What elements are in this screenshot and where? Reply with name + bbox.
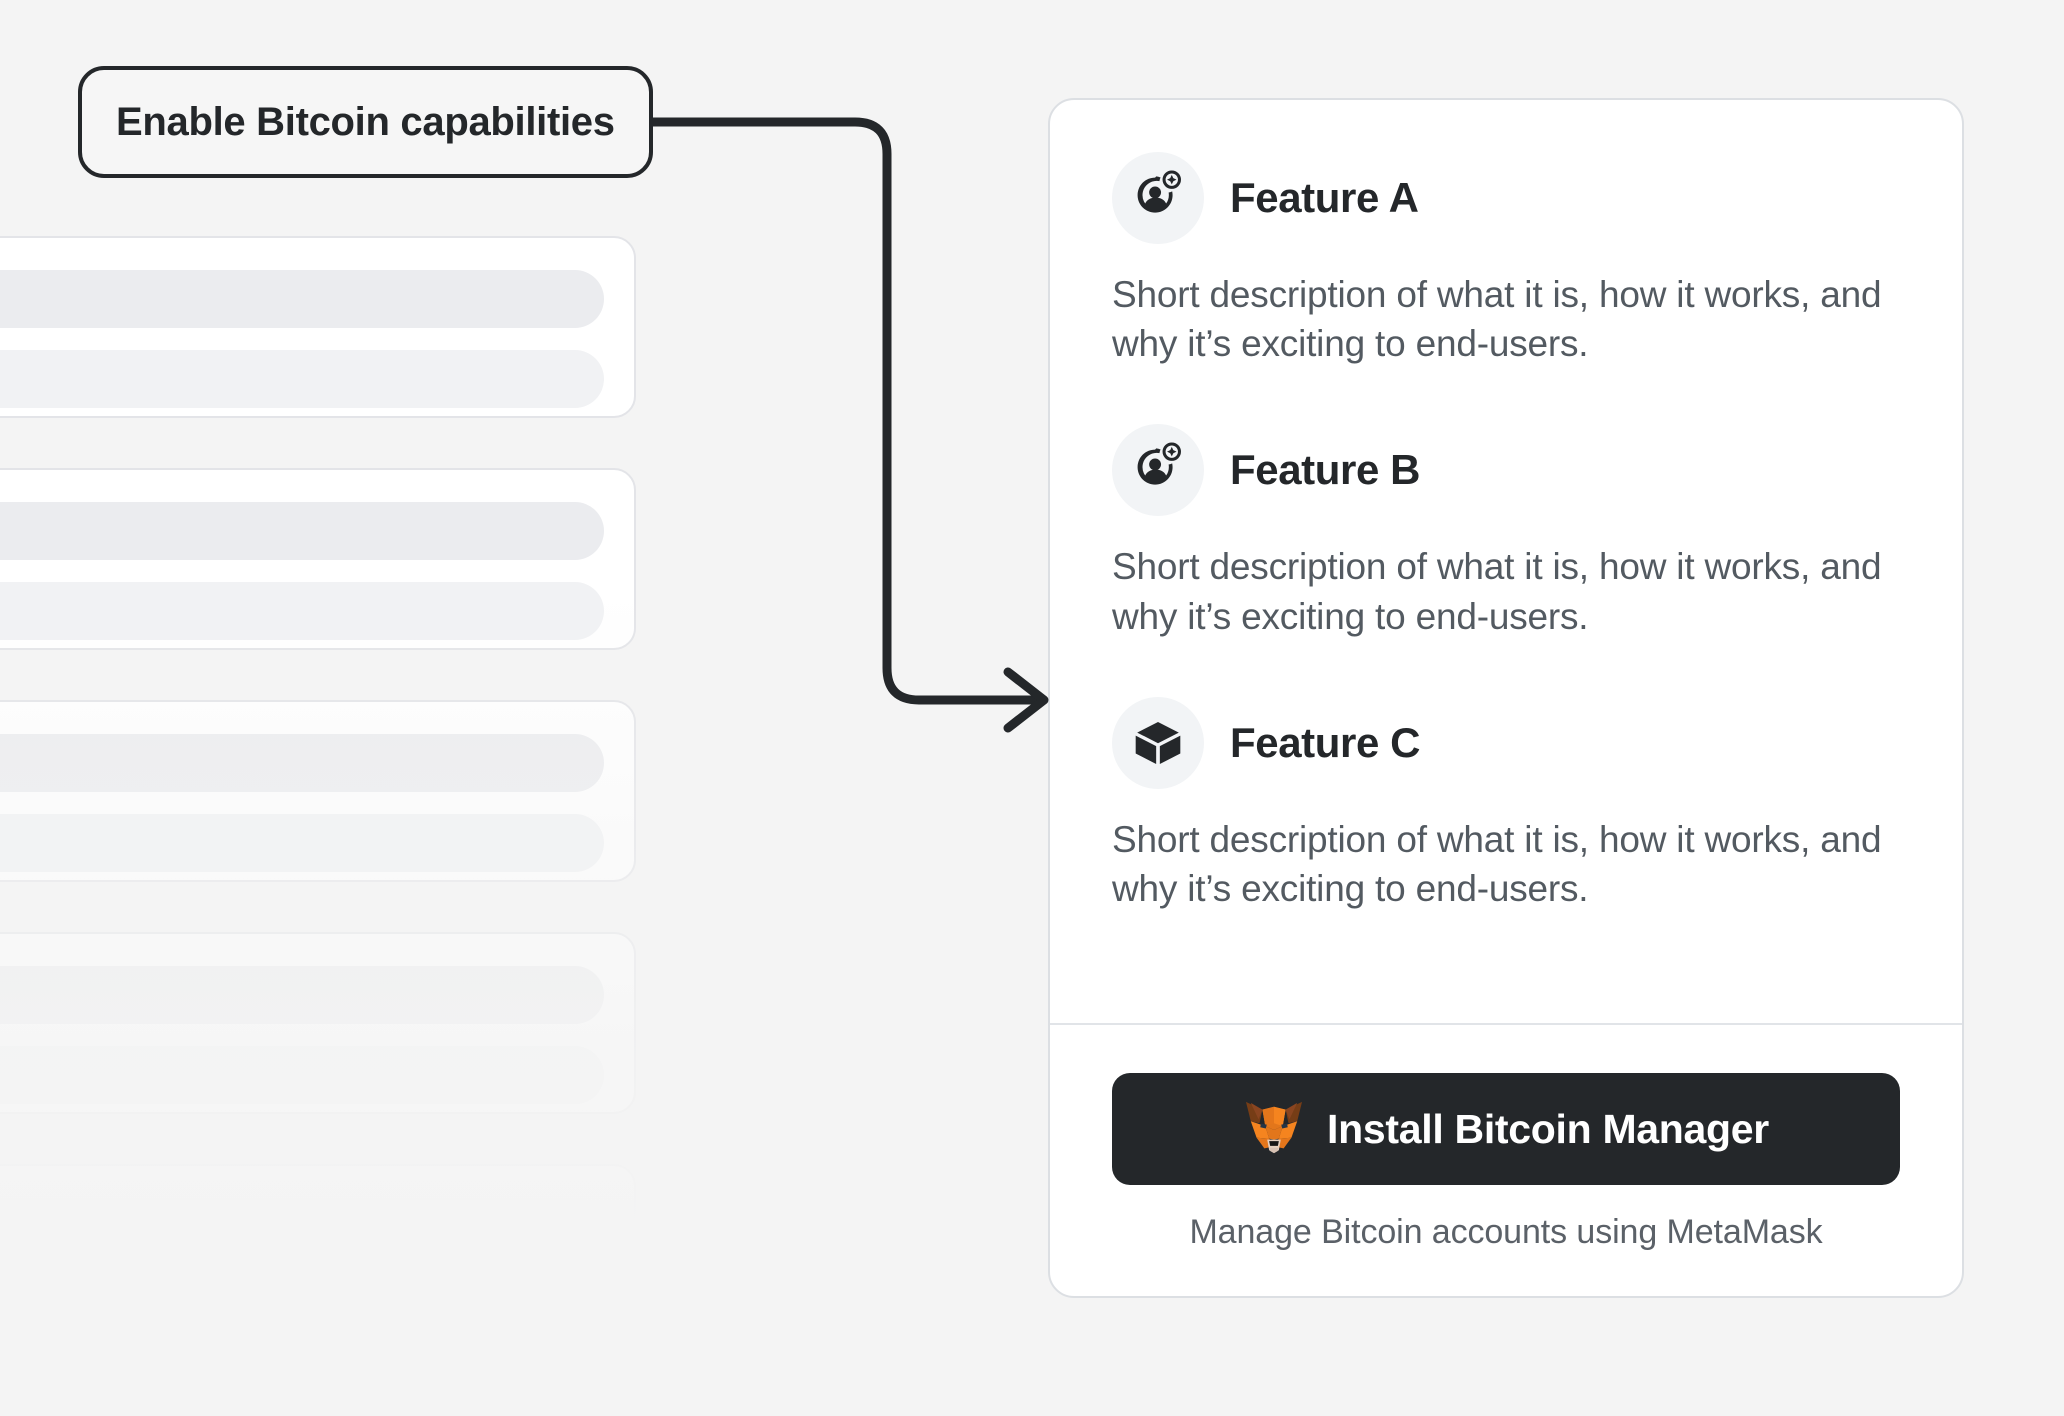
feature-card: Feature A Short description of what it i… [1048,98,1964,1298]
skeleton-card [0,468,636,650]
install-bitcoin-manager-button[interactable]: Install Bitcoin Manager [1112,1073,1900,1185]
add-user-icon [1112,152,1204,244]
skeleton-bar [0,582,604,640]
skeleton-bar [0,350,604,408]
install-caption: Manage Bitcoin accounts using MetaMask [1189,1213,1823,1251]
callout-label: Enable Bitcoin capabilities [116,99,615,144]
feature-title: Feature B [1230,446,1421,494]
feature-description: Short description of what it is, how it … [1112,274,1882,365]
callout-pill[interactable]: Enable Bitcoin capabilities [78,66,653,178]
feature-list: Feature A Short description of what it i… [1050,100,1962,1023]
feature-item-c: Feature C Short description of what it i… [1112,696,1900,913]
add-user-icon [1112,424,1204,517]
skeleton-bar [0,270,604,328]
connector-path [623,117,1045,705]
cube-icon [1112,696,1204,789]
feature-item-a: Feature A Short description of what it i… [1112,152,1900,368]
skeleton-card [0,932,636,1114]
feature-header: Feature B [1112,424,1900,517]
arrow-head-icon [1003,667,1049,733]
feature-title: Feature C [1230,718,1421,766]
install-button-label: Install Bitcoin Manager [1327,1105,1769,1152]
skeleton-bar [0,502,604,560]
feature-header: Feature C [1112,696,1900,789]
skeleton-card [0,1164,636,1346]
skeleton-bar [0,814,604,872]
feature-description: Short description of what it is, how it … [1112,818,1882,910]
skeleton-card [0,236,636,418]
skeleton-card [0,700,636,882]
skeleton-bar [0,734,604,792]
metamask-fox-icon [1243,1100,1305,1158]
feature-item-b: Feature B Short description of what it i… [1112,424,1900,640]
skeleton-bar [0,1278,604,1336]
skeleton-card-list [0,236,640,1416]
card-footer: Install Bitcoin Manager Manage Bitcoin a… [1050,1025,1962,1296]
skeleton-bar [0,1198,604,1256]
feature-header: Feature A [1112,152,1900,244]
skeleton-bar [0,1046,604,1104]
feature-title: Feature A [1230,174,1419,221]
card-divider [1050,1023,1962,1025]
skeleton-bar [0,966,604,1024]
feature-description: Short description of what it is, how it … [1112,546,1882,637]
